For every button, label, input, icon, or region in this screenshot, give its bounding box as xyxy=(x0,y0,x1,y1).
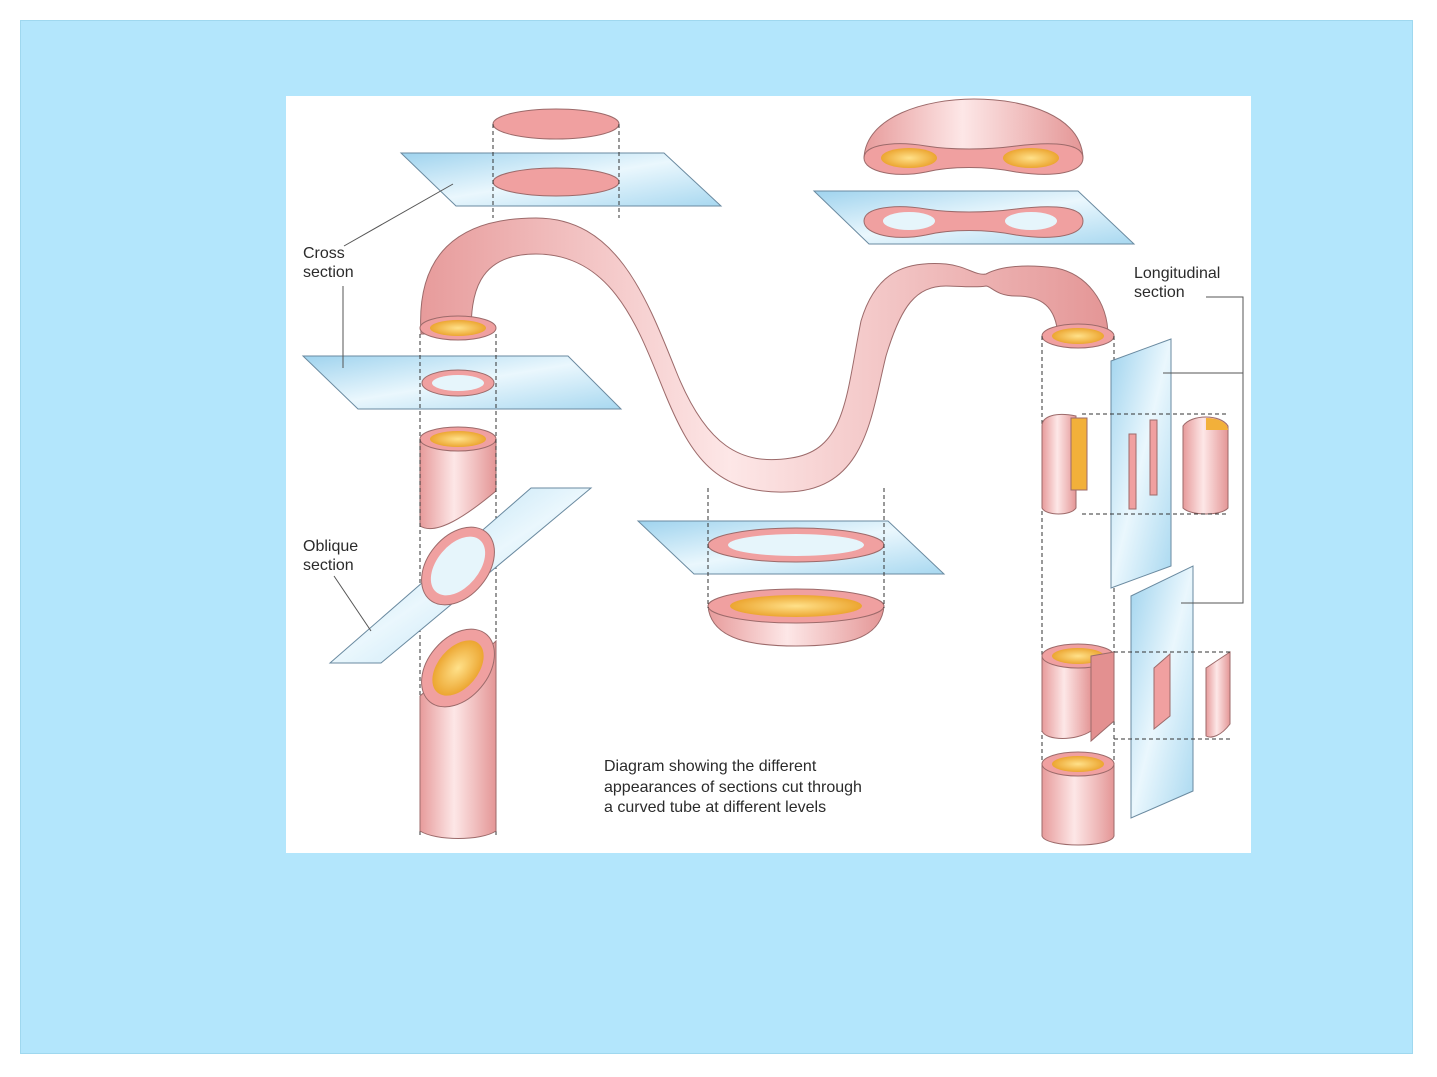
curved-tube xyxy=(420,217,1109,493)
label-cross-section: Cross section xyxy=(303,245,354,281)
label-longitudinal-section: Longitudinal section xyxy=(1134,265,1221,301)
half-tube-left-lower xyxy=(1041,655,1092,739)
tube-cap-top-right xyxy=(863,98,1084,159)
leader-oblique xyxy=(333,575,372,632)
longitudinal-strip-b xyxy=(1149,419,1158,496)
leader-cross-top xyxy=(343,183,454,247)
cut-face-top xyxy=(492,167,620,197)
half-tube-right-lower xyxy=(1205,651,1231,738)
figure-panel: Cross section Oblique section Longitudin… xyxy=(286,96,1251,853)
cut-face-top-above xyxy=(492,108,620,140)
longitudinal-strip-a xyxy=(1128,433,1137,510)
plane-longitudinal-upper xyxy=(1110,338,1172,589)
curved-tube-diagram xyxy=(301,98,1244,846)
half-tube-right-upper xyxy=(1182,416,1229,515)
longitudinal-rect-strip xyxy=(1153,652,1171,731)
tube-segment-left-mid xyxy=(419,438,497,530)
slide-background: Cross section Oblique section Longitudin… xyxy=(20,20,1413,1054)
half-tube-left-upper xyxy=(1041,413,1077,515)
figure-caption: Diagram showing the different appearance… xyxy=(604,758,862,816)
leader-longitudinal xyxy=(1181,296,1244,604)
tube-segment-right-bottom xyxy=(1041,763,1115,846)
label-oblique-section: Oblique section xyxy=(303,538,359,574)
